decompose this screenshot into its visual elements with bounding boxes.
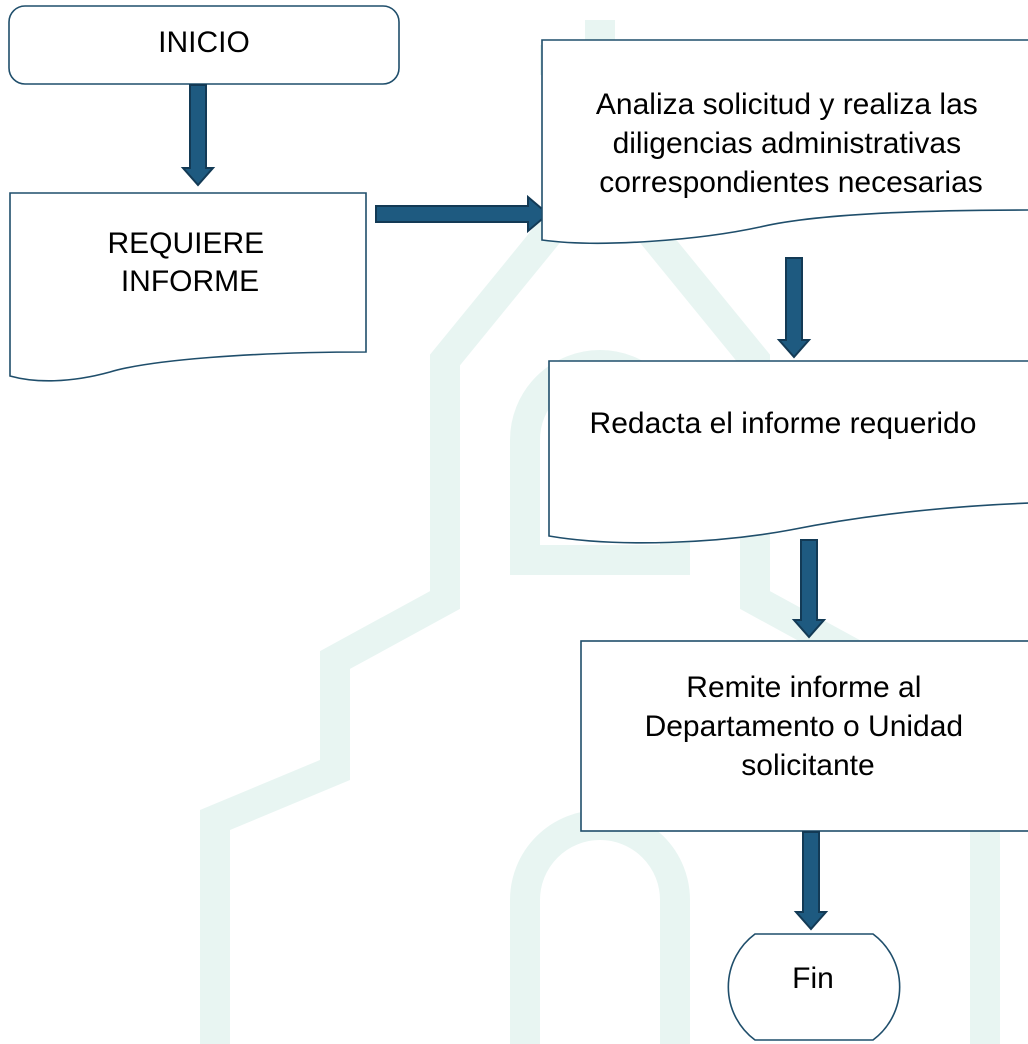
- remite-informe-line-3: solicitante: [741, 749, 874, 782]
- remite-informe-label: Remite informe al Departamento o Unidad …: [645, 671, 972, 782]
- requiere-informe-shape: [9, 192, 367, 382]
- analiza-solicitud-line-2: diligencias administrativas: [613, 127, 962, 160]
- arrow-analiza-to-redacta: [776, 257, 812, 359]
- analiza-solicitud-shape: [541, 39, 1028, 244]
- arrow-remite-to-fin: [793, 831, 829, 931]
- analiza-solicitud-label: Analiza solicitud y realiza las diligenc…: [596, 88, 986, 199]
- analiza-solicitud-line-1: Analiza solicitud y realiza las: [596, 88, 978, 121]
- arrow-redacta-to-remite: [791, 539, 827, 639]
- arrow-requiere-to-analiza: [375, 194, 550, 234]
- remite-informe-line-2: Departamento o Unidad: [645, 710, 964, 743]
- requiere-informe-label: REQUIERE INFORME: [107, 227, 272, 298]
- analiza-solicitud-line-3: correspondientes necesarias: [599, 166, 983, 199]
- redacta-informe-shape: [548, 360, 1028, 544]
- inicio-label: INICIO: [158, 26, 250, 59]
- fin-label: Fin: [792, 962, 834, 995]
- requiere-informe-line-1: REQUIERE: [107, 227, 264, 260]
- redacta-informe-label: Redacta el informe requerido: [590, 407, 977, 440]
- remite-informe-line-1: Remite informe al: [686, 671, 921, 704]
- arrow-inicio-to-requiere: [180, 84, 216, 187]
- fin-shape: [727, 933, 901, 1041]
- remite-informe-shape: [580, 640, 1028, 832]
- requiere-informe-line-2: INFORME: [121, 265, 259, 298]
